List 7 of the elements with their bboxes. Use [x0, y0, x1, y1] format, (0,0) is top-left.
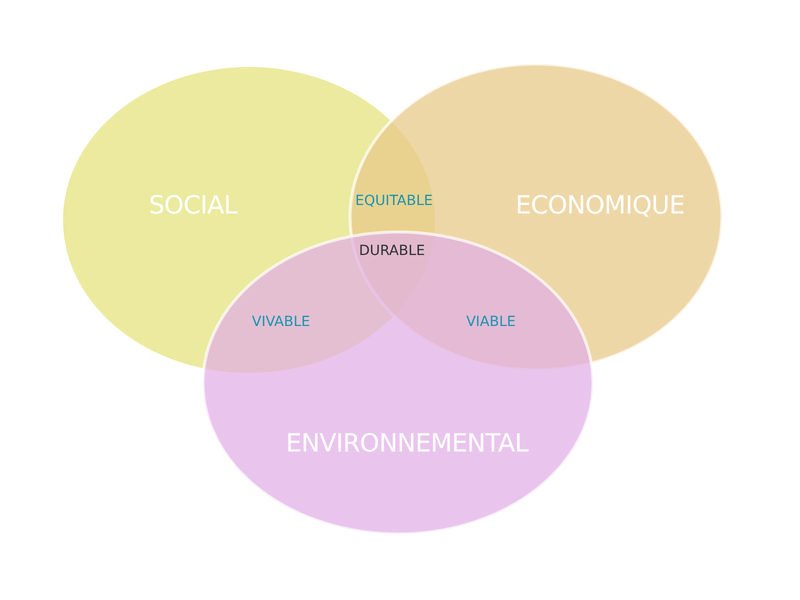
intersection-label: VIVABLE	[252, 314, 310, 330]
set-label: SOCIAL	[148, 190, 238, 220]
set-label: ECONOMIQUE	[515, 190, 685, 220]
set-label: ENVIRONNEMENTAL	[286, 428, 528, 458]
intersection-label: VIABLE	[466, 314, 516, 330]
intersection-label: EQUITABLE	[355, 193, 433, 209]
intersection-label: DURABLE	[359, 243, 425, 259]
